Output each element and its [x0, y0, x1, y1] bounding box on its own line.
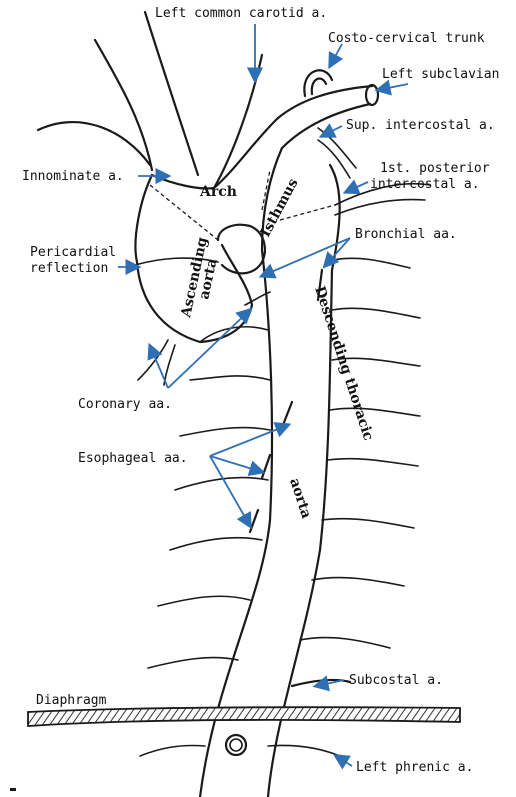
intercostal-right [300, 258, 420, 648]
label-left-phrenic: Left phrenic a. [356, 760, 473, 775]
label-aorta-descending: aorta [286, 476, 314, 520]
label-innominate: Innominate a. [22, 169, 124, 184]
label-left-common-carotid: Left common carotid a. [155, 6, 327, 21]
celiac-opening [226, 735, 246, 755]
label-subcostal: Subcostal a. [349, 673, 443, 688]
corner-mark [10, 788, 16, 791]
label-left-subclavian: Left subclavian [382, 67, 499, 82]
label-coronary: Coronary aa. [78, 397, 172, 412]
label-intercostal-a: intercostal a. [370, 177, 480, 192]
intercostal-left [148, 327, 270, 668]
right-phrenic-branch [140, 745, 205, 756]
descending-aorta-left-wall [200, 148, 282, 797]
label-diaphragm: Diaphragm [36, 693, 107, 708]
label-bronchial: Bronchial aa. [355, 227, 457, 242]
label-1st-posterior: 1st. posterior [380, 161, 490, 176]
innominate-outline [38, 40, 152, 170]
label-reflection: reflection [30, 261, 108, 276]
arch-top [152, 118, 278, 188]
carotid-outline [145, 12, 262, 188]
label-costo-cervical: Costo-cervical trunk [328, 31, 485, 46]
label-esophageal: Esophageal aa. [78, 451, 188, 466]
costo-cervical-loop [304, 70, 332, 96]
diaphragm-band [28, 707, 460, 726]
label-arch: Arch [199, 184, 237, 200]
left-subclavian-outline [278, 86, 372, 148]
left-subclavian-opening [366, 85, 378, 105]
label-pericardial: Pericardial [30, 245, 116, 260]
left-phrenic-branch [268, 745, 340, 756]
label-sup-intercostal: Sup. intercostal a. [346, 118, 495, 133]
